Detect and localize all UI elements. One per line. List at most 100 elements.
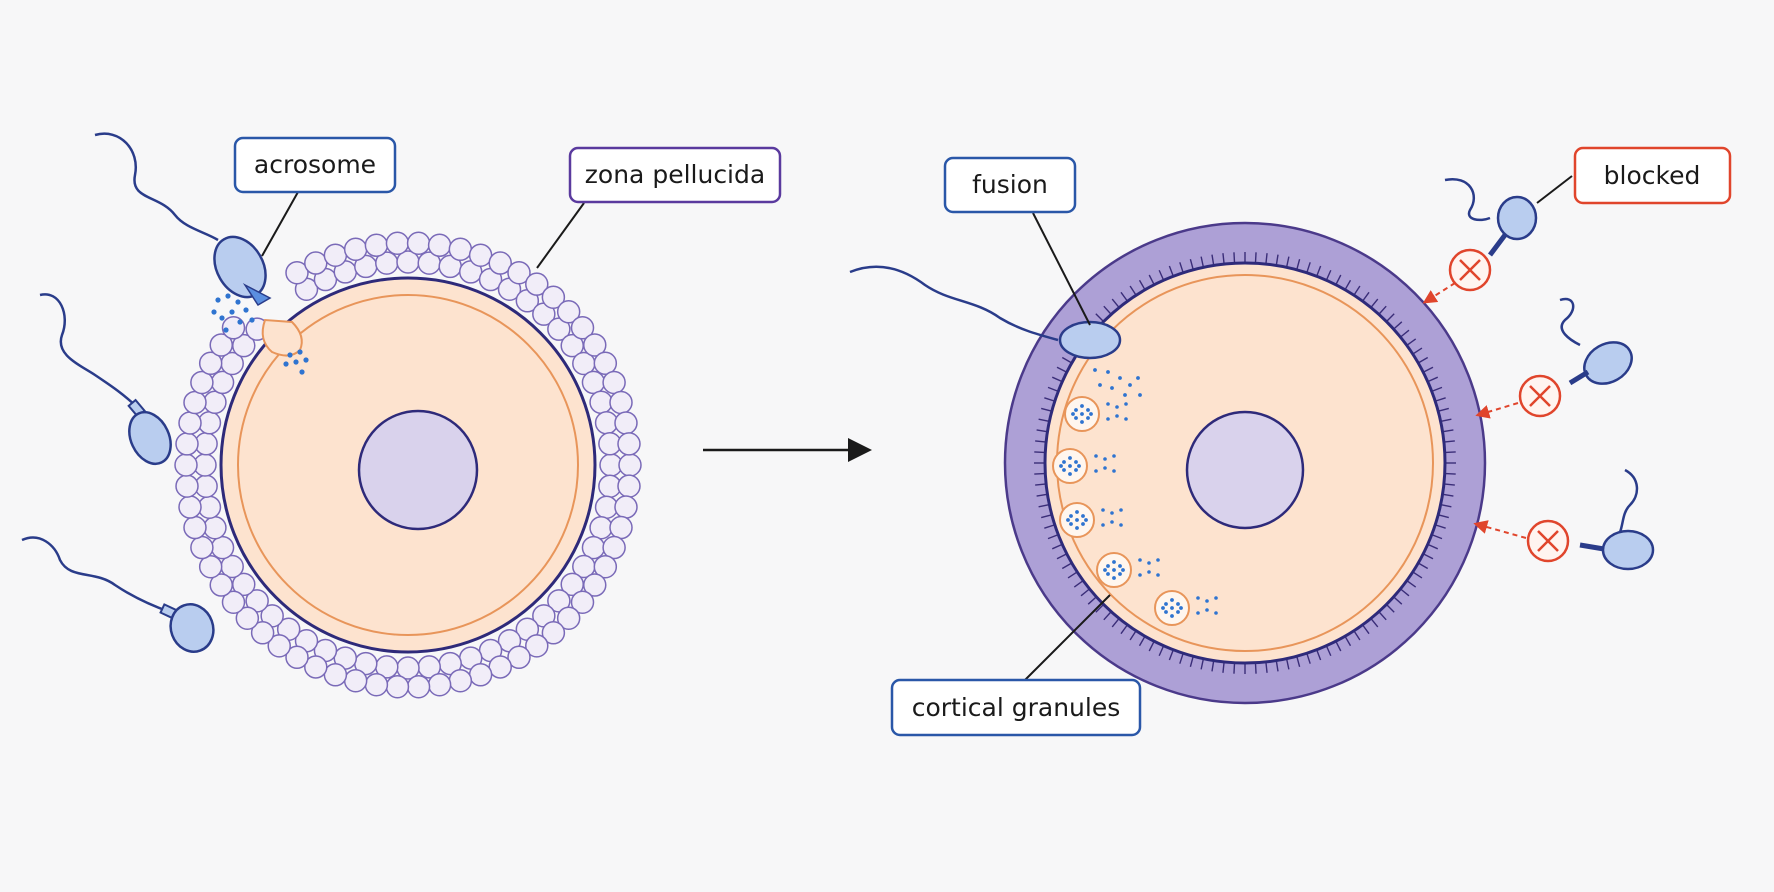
zona-tick xyxy=(1265,253,1268,264)
zona-tick xyxy=(1353,285,1361,295)
zona-pellucida-label-box xyxy=(568,146,782,204)
follicle-cell xyxy=(209,573,233,597)
follicle-cell xyxy=(203,515,227,540)
zona-tick xyxy=(1418,356,1429,364)
follicle-cell xyxy=(488,251,512,275)
cortical-granules-group xyxy=(1052,368,1218,626)
zona-tick xyxy=(1413,347,1423,355)
zona-tick xyxy=(1362,625,1370,635)
cortical-granule xyxy=(1059,502,1123,538)
zona-tick xyxy=(1296,656,1301,667)
follicle-cell xyxy=(589,515,613,540)
zona-tick xyxy=(1362,291,1370,301)
zona-tick xyxy=(1335,274,1342,285)
zona-tick xyxy=(1400,588,1410,597)
enzyme-dot xyxy=(249,317,255,323)
zona-tick xyxy=(1034,451,1045,454)
cortical-granules-label-box xyxy=(890,678,1142,737)
zona-tick xyxy=(1275,661,1279,672)
zona-tick xyxy=(1179,653,1184,664)
enzyme-dot xyxy=(287,352,293,358)
follicle-cell xyxy=(593,351,618,376)
zona-tick xyxy=(1432,386,1443,392)
zona-tick xyxy=(1200,659,1204,670)
zona-tick xyxy=(1335,641,1342,652)
follicle-cell xyxy=(570,590,595,614)
enzyme-dot xyxy=(303,357,309,363)
zona-tick xyxy=(1051,376,1062,382)
zona-tick xyxy=(1044,397,1055,402)
zona-tick xyxy=(1445,472,1456,475)
zona-tick xyxy=(1378,305,1387,315)
zona-tick xyxy=(1444,483,1455,486)
zona-tick xyxy=(1200,256,1204,267)
zona-tick xyxy=(1344,636,1352,647)
zona-tick xyxy=(1407,580,1417,588)
fusion-label: fusion xyxy=(972,170,1048,199)
zona-pellucida-callout: zona pellucida xyxy=(536,146,782,269)
zona-tick xyxy=(1035,483,1046,486)
zona-tick xyxy=(1316,650,1322,661)
zona-tick xyxy=(1056,553,1067,560)
released-granule-dot xyxy=(1138,393,1142,397)
zona-tick xyxy=(1095,604,1104,613)
zona-tick xyxy=(1432,534,1443,540)
zona-tick xyxy=(1035,440,1046,443)
follicle-cell xyxy=(198,351,223,376)
follicle-cell xyxy=(285,645,309,670)
follicle-cell xyxy=(267,634,291,658)
follicle-cell xyxy=(364,672,389,697)
follicle-cell xyxy=(570,316,595,340)
zona-tick xyxy=(1087,596,1097,605)
enzyme-dot xyxy=(237,319,243,325)
follicle-cell xyxy=(385,231,410,256)
acrosome-callout: acrosome xyxy=(233,136,397,257)
follicle-cell xyxy=(427,233,452,258)
zona-tick xyxy=(1041,407,1052,412)
follicle-cell xyxy=(174,453,198,477)
zona-tick xyxy=(1386,604,1395,613)
follicle-cell xyxy=(364,233,389,258)
blocked-callout: blocked xyxy=(1536,146,1732,205)
enzyme-dot xyxy=(219,315,225,321)
blocked-sperm-3 xyxy=(1473,468,1655,571)
zona-tick xyxy=(1233,663,1236,674)
zona-tick xyxy=(1120,291,1128,301)
follicle-cell xyxy=(209,333,233,357)
follicle-cell xyxy=(541,621,566,645)
follicle-cell xyxy=(323,243,348,267)
enzyme-dot xyxy=(283,361,289,367)
released-granule-dot xyxy=(1118,376,1122,380)
follicle-cell xyxy=(235,606,260,630)
left-nucleus xyxy=(357,409,479,531)
follicle-cell xyxy=(343,237,368,262)
follicle-cell xyxy=(525,634,549,658)
zona-ticks xyxy=(1034,252,1456,674)
follicle-cell xyxy=(427,672,452,697)
follicle-cell xyxy=(581,370,606,395)
enzyme-dot xyxy=(299,369,305,375)
zona-tick xyxy=(1428,544,1439,550)
acrosome-label-box xyxy=(233,136,397,194)
follicle-cell xyxy=(507,645,531,670)
follicle-cell xyxy=(343,668,368,693)
released-granule-dot xyxy=(1136,376,1140,380)
zona-tick xyxy=(1038,504,1049,508)
follicle-cells xyxy=(174,231,642,699)
follicle-cell xyxy=(507,260,531,285)
zona-tick xyxy=(1370,618,1379,628)
zona-tick xyxy=(1445,451,1456,454)
zona-tick xyxy=(1435,524,1446,529)
released-granule-dot xyxy=(1123,393,1127,397)
cortical-granule xyxy=(1096,552,1160,588)
zona-tick xyxy=(1326,646,1332,657)
zona-tick xyxy=(1222,253,1225,264)
follicle-cell xyxy=(385,674,410,699)
follicle-cell xyxy=(614,495,638,519)
zona-tick xyxy=(1370,298,1379,308)
zona-tick xyxy=(1254,252,1257,263)
follicle-cell xyxy=(178,411,202,435)
fusion-label-box xyxy=(943,156,1077,214)
zona-tick xyxy=(1438,407,1449,412)
follicle-cell xyxy=(304,655,328,679)
